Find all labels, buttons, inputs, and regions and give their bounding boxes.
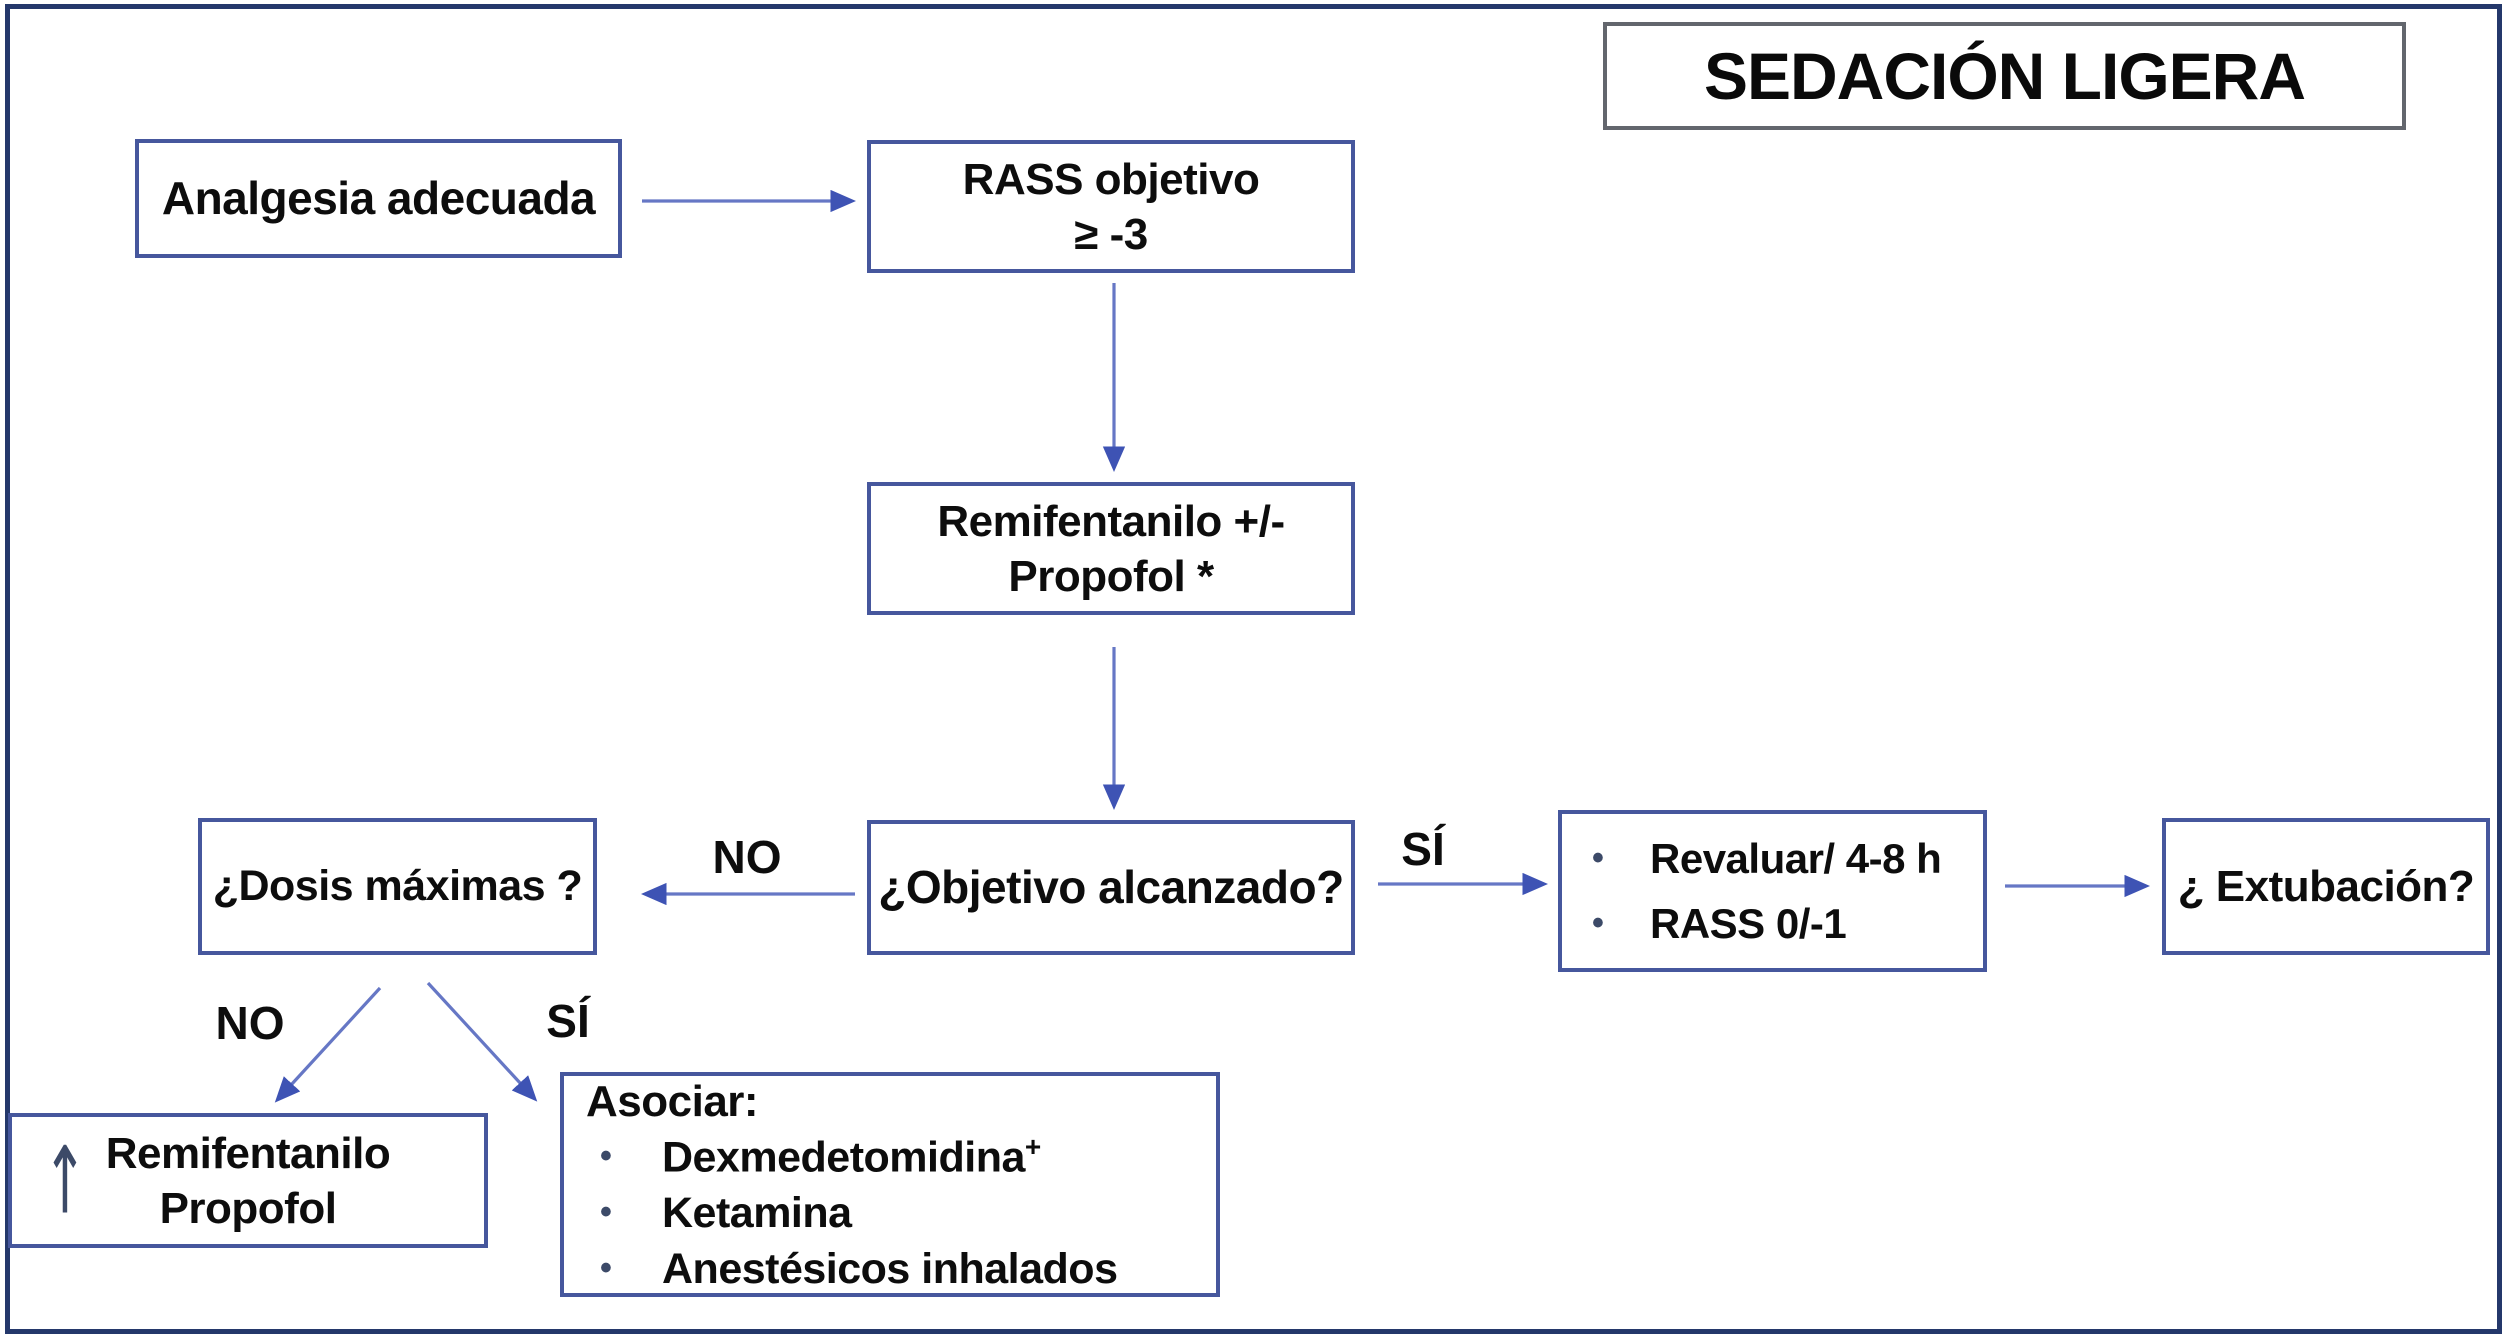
diagram-title-text: SEDACIÓN LIGERA — [1703, 39, 2306, 113]
node-rass-objetivo: RASS objetivo ≥ -3 — [867, 140, 1355, 273]
increase-arrow-icon: ↑ — [42, 1126, 88, 1235]
node-aumentar-line2: Propofol — [159, 1183, 337, 1233]
node-asociar: Asociar: • Dexmedetomidina+ • Ketamina •… — [560, 1072, 1220, 1297]
node-revaluar: • Revaluar/ 4-8 h • RASS 0/-1 — [1558, 810, 1987, 972]
diagram-title: SEDACIÓN LIGERA — [1603, 22, 2406, 130]
node-extubacion-text: ¿ Extubación? — [2177, 862, 2475, 911]
revaluar-item: • RASS 0/-1 — [1562, 891, 1983, 956]
edge-label-si-diagonal: SÍ — [546, 995, 590, 1047]
node-analgesia-adecuada: Analgesia adecuada — [135, 139, 622, 258]
node-rass-line1: RASS objetivo — [962, 154, 1260, 204]
node-objetivo-text: ¿Objetivo alcanzado? — [878, 860, 1344, 913]
bullet-icon: • — [1592, 838, 1604, 877]
edge-label-no-diagonal: NO — [215, 997, 285, 1049]
asociar-item-text: Anestésicos inhalados — [662, 1244, 1118, 1293]
node-aumentar-remifentanilo-propofol: ↑ Remifentanilo Propofol — [8, 1113, 488, 1248]
node-dosis-text: ¿Dosis máximas ? — [212, 861, 583, 910]
node-remi-line2: Propofol * — [1008, 551, 1214, 601]
edge-label-no-left: NO — [712, 831, 782, 883]
revaluar-item: • Revaluar/ 4-8 h — [1562, 826, 1983, 891]
bullet-icon: • — [600, 1192, 612, 1231]
revaluar-item-text: Revaluar/ 4-8 h — [1650, 834, 1942, 882]
node-remi-line1: Remifentanilo +/- — [937, 496, 1285, 546]
edge-label-si-right: SÍ — [1401, 823, 1445, 875]
revaluar-item-text: RASS 0/-1 — [1650, 900, 1847, 947]
asociar-header: Asociar: — [586, 1076, 759, 1126]
asociar-item: • Anestésicos inhalados — [564, 1242, 1216, 1298]
asociar-item: • Dexmedetomidina+ — [564, 1129, 1216, 1186]
node-analgesia-text: Analgesia adecuada — [161, 171, 596, 224]
node-objetivo-alcanzado: ¿Objetivo alcanzado? — [867, 820, 1355, 955]
arrow-dosis-to-aumentar-no — [274, 986, 382, 1103]
arrow-dosis-to-asociar-si — [426, 981, 538, 1102]
asociar-item1-superscript: + — [1024, 1130, 1041, 1162]
bullet-icon: • — [1592, 904, 1604, 942]
asociar-item-text: Dexmedetomidina+ — [662, 1129, 1041, 1186]
asociar-item1-label: Dexmedetomidina — [662, 1132, 1025, 1181]
node-dosis-maximas: ¿Dosis máximas ? — [198, 818, 597, 955]
asociar-item: • Ketamina — [564, 1186, 1216, 1242]
node-aumentar-line1: Remifentanilo — [105, 1128, 391, 1178]
asociar-item-text: Ketamina — [662, 1188, 852, 1237]
bullet-icon: • — [600, 1136, 612, 1175]
bullet-icon: • — [600, 1248, 612, 1287]
node-remifentanilo-propofol: Remifentanilo +/- Propofol * — [867, 482, 1355, 615]
node-extubacion: ¿ Extubación? — [2162, 818, 2490, 955]
node-rass-line2: ≥ -3 — [1074, 209, 1148, 259]
